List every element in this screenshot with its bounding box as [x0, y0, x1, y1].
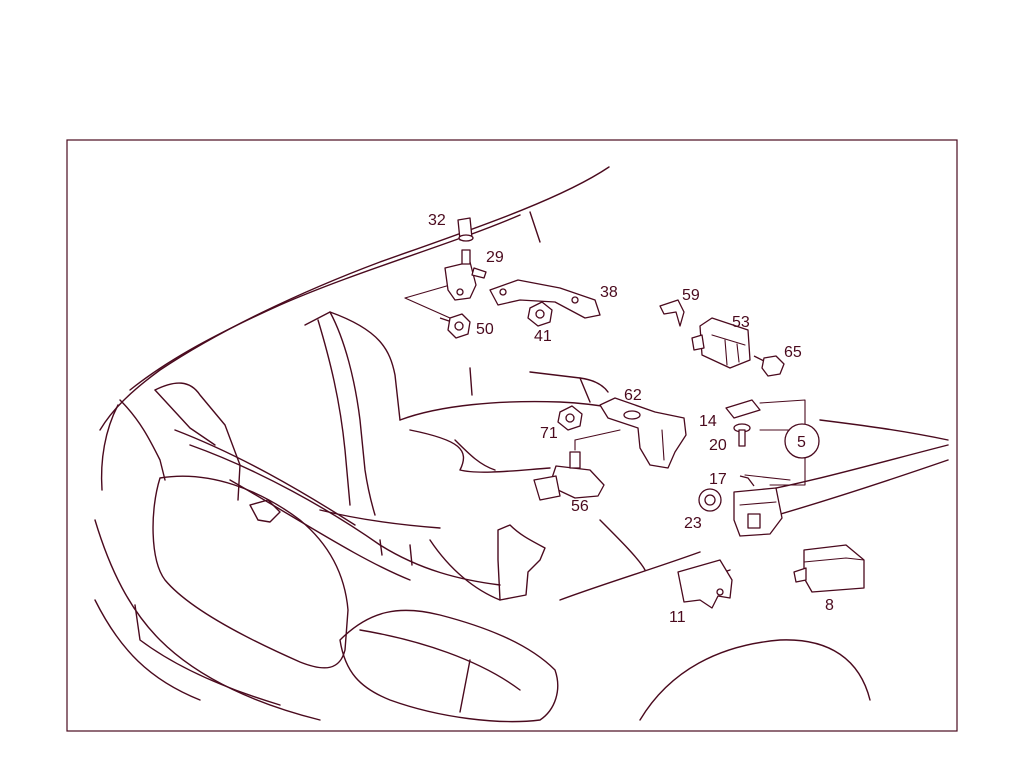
part-29-valve: [444, 249, 487, 301]
part-38-bracket: [489, 279, 601, 319]
callout-65: 65: [784, 344, 802, 361]
callout-5: 5: [797, 434, 806, 451]
callout-50: 50: [476, 321, 494, 338]
callout-29: 29: [486, 249, 504, 266]
callout-62: 62: [624, 387, 642, 404]
callout-32: 32: [428, 212, 446, 229]
part-41-nut: [527, 301, 553, 327]
part-17-pin: [739, 475, 755, 487]
callout-53: 53: [732, 314, 750, 331]
callout-5-circle: [784, 423, 820, 459]
callout-59: 59: [682, 287, 700, 304]
callout-8: 8: [825, 597, 834, 614]
part-59-clip: [659, 299, 685, 327]
part-20-screw: [733, 423, 751, 447]
part-53-relay: [691, 317, 751, 369]
callout-20: 20: [709, 437, 727, 454]
callout-71: 71: [540, 425, 558, 442]
part-71-nut: [557, 405, 583, 431]
callout-23: 23: [684, 515, 702, 532]
part-56-sensor: [533, 451, 605, 501]
diagram-frame: [66, 139, 958, 732]
callout-41: 41: [534, 328, 552, 345]
part-50-bolt: [439, 313, 471, 339]
callout-labels: 32 29 38 50 41 59 53 65 62 71 14 20 5 17…: [428, 212, 834, 626]
part-62-bracket: [599, 397, 687, 469]
callout-17: 17: [709, 471, 727, 488]
callout-11: 11: [669, 609, 686, 626]
car-body-outline: [94, 166, 949, 723]
part-14-clip: [725, 399, 761, 419]
part-65-screw: [753, 355, 785, 377]
part-32-cap: [457, 217, 474, 242]
part-23-grommet: [698, 488, 722, 512]
part-11-module: [677, 559, 733, 609]
callout-38: 38: [600, 284, 618, 301]
part-relay-module: [733, 487, 783, 537]
callout-56: 56: [571, 498, 589, 515]
callout-14: 14: [699, 413, 717, 430]
part-8-control-unit: [793, 544, 865, 593]
